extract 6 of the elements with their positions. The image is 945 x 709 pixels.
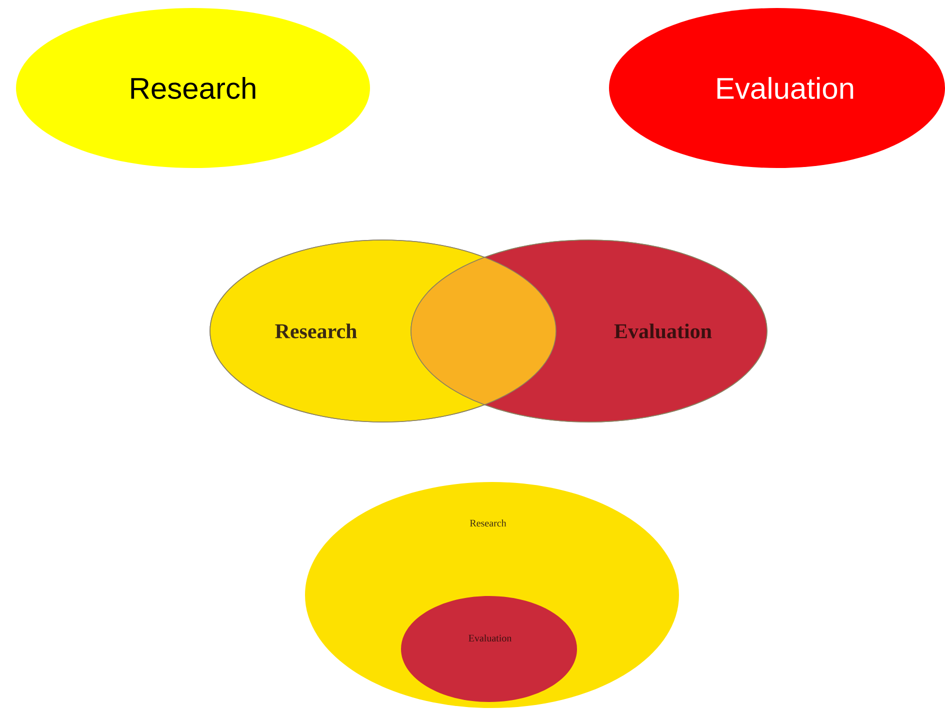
ellipse-label: Evaluation bbox=[468, 634, 512, 642]
ellipse-label: Research bbox=[470, 519, 506, 526]
ellipse-label: Evaluation bbox=[614, 324, 712, 338]
ellipse-label: Research bbox=[275, 324, 357, 338]
ellipse-label: Research bbox=[131, 76, 256, 100]
ellipse-label: Evaluation bbox=[717, 76, 854, 100]
